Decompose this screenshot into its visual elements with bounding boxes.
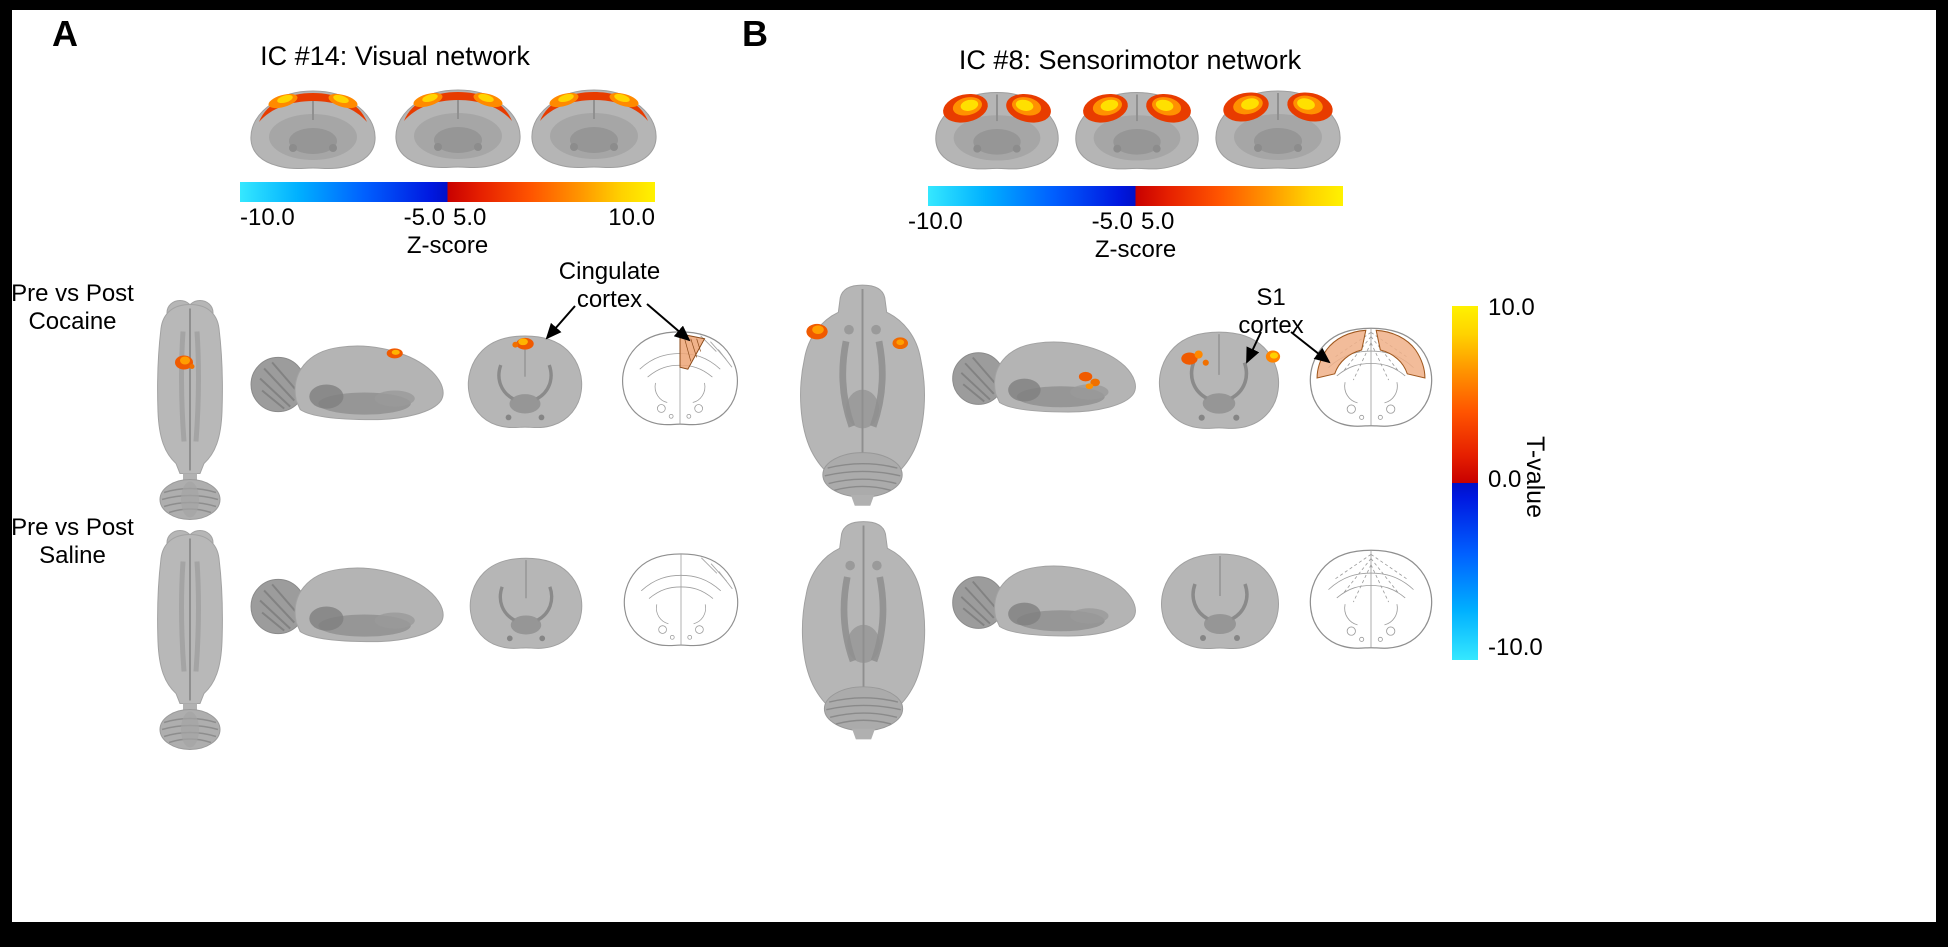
panel-a-colorbar-max-label: 10.0	[608, 204, 655, 231]
panel-b-cocaine-axial-view	[788, 280, 938, 510]
arrow-to-atlas-icon	[1290, 331, 1331, 364]
panel-b-colorbar-min-label: -10.0	[908, 208, 963, 235]
tvalue-colorbar	[1452, 306, 1478, 660]
panel-b-saline-atlas-drawing	[1309, 549, 1433, 649]
panel-b-ic-coronal-slice-1	[934, 90, 1060, 170]
panel-a-row-saline-label: Pre vs Post Saline	[5, 514, 140, 569]
panel-a-ic-coronal-slice-3	[530, 89, 658, 169]
tvalue-mid-label: 0.0	[1488, 466, 1522, 493]
panel-a-ic-coronal-slice-1	[249, 90, 377, 170]
panel-a-ic-coronal-slice-2	[394, 89, 522, 169]
panel-a-zscore-colorbar	[240, 182, 655, 202]
panel-b-title: IC #8: Sensorimotor network	[958, 45, 1302, 75]
panel-a-saline-sagittal-view	[250, 567, 445, 643]
annotation-line1: S1	[1256, 284, 1286, 311]
figure-canvas: A IC #14: Visual network -10.0 -5.0 5.0 …	[11, 10, 1936, 922]
row-label-line2: Cocaine	[28, 307, 117, 335]
panel-a-row-cocaine-label: Pre vs Post Cocaine	[5, 280, 140, 335]
panel-a-colorbar-negmid-label: -5.0	[403, 204, 445, 231]
tvalue-axis-label: T-value	[1521, 436, 1549, 518]
s1-annotation-arrows	[1246, 331, 1331, 364]
panel-b-saline-axial-view	[790, 516, 938, 744]
panel-a-annotation: Cingulate cortex	[537, 258, 682, 313]
row-label-line1: Pre vs Post	[11, 514, 134, 541]
panel-a-label: A	[52, 13, 78, 54]
panel-a-title: IC #14: Visual network	[260, 41, 530, 71]
panel-a-saline-coronal-view	[468, 556, 584, 651]
panel-b-ic-coronal-slice-2	[1074, 90, 1200, 170]
panel-a-cocaine-coronal-view	[466, 334, 584, 430]
panel-a-cocaine-axial-view	[140, 296, 240, 522]
panel-b-colorbar-axis-label: Z-score	[1094, 236, 1177, 263]
panel-b-label: B	[742, 13, 768, 54]
cingulate-annotation-arrows	[545, 303, 691, 342]
annotation-line2: cortex	[576, 285, 643, 313]
panel-a-saline-atlas-drawing	[623, 553, 739, 647]
tvalue-max-label: 10.0	[1488, 294, 1535, 321]
panel-a-colorbar-min-label: -10.0	[240, 204, 295, 231]
panel-a-cocaine-sagittal-view	[250, 345, 445, 421]
arrow-to-atlas-icon	[646, 303, 691, 342]
panel-b-ic-coronal-slice-3	[1214, 88, 1342, 170]
arrow-to-coronal-icon	[545, 305, 576, 340]
panel-a-colorbar-axis-label: Z-score	[406, 232, 489, 259]
row-label-line1: Pre vs Post	[11, 280, 134, 307]
panel-b-zscore-colorbar	[928, 186, 1343, 206]
panel-b-cocaine-coronal-view	[1157, 330, 1281, 431]
panel-b-colorbar-negmid-label: -5.0	[1091, 208, 1133, 235]
panel-a-saline-axial-view	[140, 526, 240, 752]
row-label-line2: Saline	[39, 541, 106, 569]
panel-b-cocaine-sagittal-view	[951, 341, 1137, 413]
arrow-to-coronal-icon	[1246, 331, 1262, 364]
panel-b-colorbar-posmid-label: 5.0	[1141, 208, 1175, 235]
panel-b-saline-coronal-view	[1159, 552, 1281, 651]
annotation-line1: Cingulate	[558, 258, 661, 285]
panel-a-colorbar-posmid-label: 5.0	[453, 204, 487, 231]
panel-b-saline-sagittal-view	[951, 565, 1137, 637]
tvalue-min-label: -10.0	[1488, 634, 1543, 661]
